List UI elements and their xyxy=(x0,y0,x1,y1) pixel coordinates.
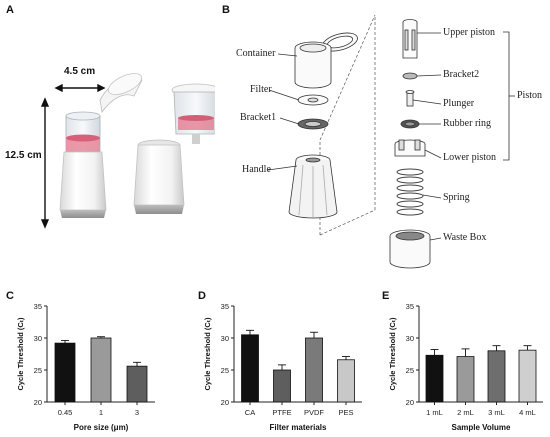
assembled-device xyxy=(59,73,143,218)
bar xyxy=(425,354,444,403)
bar xyxy=(337,359,355,403)
y-axis-label: Cycle Threshold (Cₜ) xyxy=(388,317,397,391)
y-tick-label: 30 xyxy=(406,334,414,343)
y-tick-label: 20 xyxy=(221,398,229,407)
bar xyxy=(305,337,323,403)
dashed-guide-bottom xyxy=(319,209,376,236)
label-container: Container xyxy=(236,48,276,59)
width-arrow xyxy=(54,83,106,93)
bracket2-part xyxy=(402,72,418,80)
y-axis-label: Cycle Threshold (Cₜ) xyxy=(203,317,212,391)
label-handle: Handle xyxy=(242,164,271,175)
label-spring: Spring xyxy=(443,192,470,203)
bar xyxy=(273,369,291,403)
x-tick-label: PES xyxy=(338,408,353,417)
y-tick-label: 20 xyxy=(406,398,414,407)
y-tick-label: 35 xyxy=(406,302,414,311)
label-lower-piston: Lower piston xyxy=(443,152,497,163)
x-axis-label: Sample Volume xyxy=(452,423,512,432)
y-tick-label: 30 xyxy=(221,334,229,343)
x-tick-label: 1 xyxy=(99,408,103,417)
dashed-guide-top xyxy=(319,14,376,141)
y-tick-label: 25 xyxy=(221,366,229,375)
bar xyxy=(518,349,537,403)
y-tick-label: 25 xyxy=(406,366,414,375)
leader-lines xyxy=(267,32,442,241)
plunger-part xyxy=(406,91,414,107)
panel-letter-c: C xyxy=(6,290,14,302)
x-tick-label: CA xyxy=(245,408,255,417)
x-tick-label: PTFE xyxy=(272,408,291,417)
bar xyxy=(456,356,475,403)
x-tick-label: 3 xyxy=(135,408,139,417)
label-bracket2: Bracket2 xyxy=(443,69,480,80)
bar xyxy=(90,337,112,403)
bar xyxy=(487,350,506,403)
bar xyxy=(241,334,259,403)
y-axis-label: Cycle Threshold (Cₜ) xyxy=(16,317,25,391)
handle-unit xyxy=(133,139,185,214)
label-rubber-ring: Rubber ring xyxy=(443,118,492,129)
right-stack xyxy=(389,19,431,269)
label-piston: Piston xyxy=(517,90,543,101)
label-bracket1: Bracket1 xyxy=(240,112,277,123)
panel-letter-e: E xyxy=(382,290,390,302)
label-plunger: Plunger xyxy=(443,98,475,109)
panel-letter-d: D xyxy=(198,290,206,302)
x-tick-label: PVDF xyxy=(304,408,324,417)
y-tick-label: 25 xyxy=(34,366,42,375)
x-tick-label: 3 mL xyxy=(488,408,505,417)
y-tick-label: 20 xyxy=(34,398,42,407)
left-stack xyxy=(288,32,358,219)
x-tick-label: 1 mL xyxy=(426,408,443,417)
spring-part xyxy=(396,168,424,216)
x-tick-label: 0.45 xyxy=(58,408,73,417)
y-tick-label: 35 xyxy=(221,302,229,311)
bar xyxy=(54,342,76,403)
upper-unit xyxy=(171,83,215,144)
height-arrow xyxy=(40,97,50,229)
device-illustration xyxy=(40,73,215,229)
piston-bracket xyxy=(503,31,510,161)
label-waste-box: Waste Box xyxy=(443,232,487,243)
bar xyxy=(126,365,148,403)
panel-letter-a: A xyxy=(6,4,14,16)
panel-letter-b: B xyxy=(222,4,230,16)
exploded-view xyxy=(267,14,515,269)
height-label: 12.5 cm xyxy=(5,150,42,161)
x-tick-label: 2 mL xyxy=(457,408,474,417)
width-label: 4.5 cm xyxy=(64,66,96,77)
x-tick-label: 4 mL xyxy=(519,408,536,417)
x-axis-label: Pore size (μm) xyxy=(74,423,129,432)
label-upper-piston: Upper piston xyxy=(443,27,495,38)
x-axis-label: Filter materials xyxy=(270,423,327,432)
label-filter: Filter xyxy=(250,84,272,95)
y-tick-label: 30 xyxy=(34,334,42,343)
y-tick-label: 35 xyxy=(34,302,42,311)
